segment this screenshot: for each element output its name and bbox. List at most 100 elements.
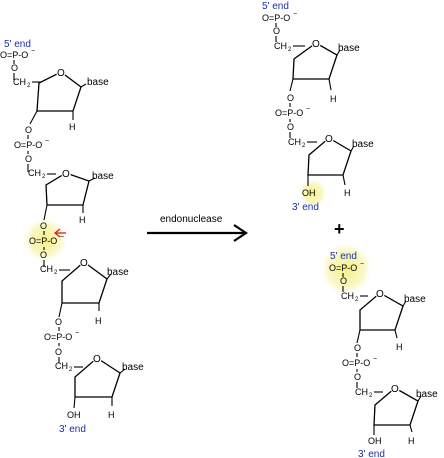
- svg-text:O: O: [354, 343, 361, 353]
- svg-text:O: O: [80, 258, 88, 269]
- svg-text:O: O: [62, 169, 70, 180]
- svg-text:O: O: [40, 250, 47, 260]
- svg-text:O=P-O: O=P-O: [29, 236, 57, 246]
- phosphate-group: O=P-O: [0, 50, 28, 60]
- three-prime-end-label: 3' end: [358, 449, 385, 458]
- product-fragment-lower: 5' end O=P-O − O CH 2 O base H O O=P-O −…: [329, 251, 438, 458]
- svg-text:−: −: [360, 261, 364, 268]
- phosphate-charge: −: [31, 48, 35, 55]
- base-label: base: [107, 267, 129, 278]
- intact-strand: 5' end O=P-O − O CH 2 O base H O O=P-O −: [0, 39, 144, 435]
- svg-text:2: 2: [69, 367, 73, 373]
- svg-text:O: O: [55, 317, 62, 327]
- svg-text:−: −: [293, 11, 297, 18]
- svg-text:O: O: [340, 276, 347, 286]
- svg-text:2: 2: [42, 174, 46, 180]
- base-label: base: [416, 389, 438, 400]
- svg-text:−: −: [60, 234, 64, 241]
- five-prime-end-label: 5' end: [262, 1, 289, 12]
- phosphodiester-linkage: O O=P-O − O: [275, 93, 310, 138]
- reaction-arrow-head: [233, 224, 248, 242]
- reaction-arrow-group: endonuclease: [147, 214, 248, 242]
- linkage-oxygen: O: [11, 63, 18, 73]
- phosphodiester-linkage: O O=P-O − O: [44, 317, 79, 363]
- hydrogen-label: H: [396, 342, 403, 352]
- svg-text:2: 2: [54, 270, 58, 276]
- svg-text:O=P-O: O=P-O: [342, 358, 370, 368]
- svg-text:CH: CH: [40, 264, 53, 274]
- svg-text:2: 2: [302, 143, 306, 149]
- svg-text:O=P-O: O=P-O: [262, 13, 290, 23]
- svg-text:CH: CH: [28, 168, 41, 178]
- svg-text:O: O: [354, 372, 361, 382]
- sugar-ring: CH 2 O base H: [40, 257, 129, 326]
- svg-text:O=P-O: O=P-O: [14, 140, 42, 150]
- svg-text:O=P-O: O=P-O: [44, 332, 72, 342]
- svg-text:2: 2: [288, 47, 292, 53]
- svg-text:O: O: [273, 26, 280, 36]
- svg-text:−: −: [306, 106, 310, 113]
- sugar-ring: CH 2 O base H OH 3' end: [55, 353, 144, 435]
- cleavage-site-linkage: O O=P-O − O: [29, 221, 66, 267]
- svg-text:O: O: [287, 122, 294, 132]
- svg-text:O: O: [93, 354, 101, 365]
- svg-text:CH: CH: [55, 361, 68, 371]
- new-5-prime-phosphate-highlight: [320, 243, 372, 295]
- hydrogen-label: H: [408, 436, 415, 446]
- hydroxyl-label: OH: [368, 436, 382, 446]
- base-label: base: [338, 43, 360, 54]
- svg-text:CH: CH: [274, 41, 287, 51]
- base-label: base: [122, 362, 144, 373]
- svg-text:O: O: [287, 93, 294, 103]
- three-prime-end-label: 3' end: [292, 202, 319, 213]
- hydrogen-label: H: [69, 122, 76, 132]
- sugar-ring: CH 2 O base H: [274, 38, 360, 104]
- svg-text:−: −: [373, 356, 377, 363]
- svg-text:O: O: [25, 125, 32, 135]
- enzyme-label: endonuclease: [160, 214, 223, 225]
- base-label: base: [352, 139, 374, 150]
- svg-text:O: O: [57, 68, 65, 79]
- svg-text:O: O: [391, 384, 399, 395]
- product-fragment-upper: 5' end O=P-O − O CH 2 O base H O O=P-O −…: [262, 1, 374, 213]
- svg-text:O=P-O: O=P-O: [275, 108, 303, 118]
- hydroxyl-label: OH: [67, 410, 81, 420]
- svg-text:O: O: [312, 39, 320, 50]
- sugar-ring: CH 2 O base H: [28, 168, 114, 225]
- base-label: base: [92, 171, 114, 182]
- svg-text:O: O: [55, 347, 62, 357]
- svg-text:2: 2: [369, 393, 373, 399]
- svg-text:O: O: [376, 289, 384, 300]
- svg-text:CH: CH: [288, 137, 301, 147]
- phosphodiester-linkage: O O=P-O − O: [14, 125, 49, 172]
- hydrogen-label: H: [344, 188, 351, 198]
- svg-text:O=P-O: O=P-O: [329, 263, 357, 273]
- svg-text:O: O: [325, 134, 333, 145]
- phosphodiester-linkage: O O=P-O − O: [342, 343, 377, 388]
- svg-text:2: 2: [27, 83, 31, 89]
- base-label: base: [404, 294, 426, 305]
- sugar-ring: CH 2 O base H OH 3' end: [355, 383, 438, 458]
- svg-text:−: −: [45, 138, 49, 145]
- svg-text:CH: CH: [355, 387, 368, 397]
- hydrogen-label: H: [95, 316, 102, 326]
- sugar-ring: CH 2 O base H: [13, 67, 109, 132]
- plus-sign: +: [334, 219, 345, 239]
- three-prime-end-label: 3' end: [59, 424, 86, 435]
- svg-text:CH: CH: [341, 291, 354, 301]
- sugar-ring: CH 2 O base H OH 3' end: [288, 133, 374, 213]
- hydroxyl-label: OH: [302, 188, 316, 198]
- hydrogen-label: H: [330, 94, 337, 104]
- five-prime-end-label: 5' end: [330, 251, 357, 262]
- cleavage-site-highlight: [23, 218, 67, 262]
- svg-text:CH: CH: [13, 77, 26, 87]
- sugar-ring: CH 2 O base H: [341, 288, 426, 352]
- hydrogen-label: H: [108, 410, 115, 420]
- hydrogen-label: H: [79, 215, 86, 225]
- svg-text:−: −: [75, 330, 79, 337]
- five-prime-end-label: 5' end: [4, 39, 31, 50]
- svg-text:2: 2: [355, 297, 359, 303]
- cleavage-arrow-head: [53, 228, 61, 238]
- new-3-prime-highlight: [299, 179, 327, 207]
